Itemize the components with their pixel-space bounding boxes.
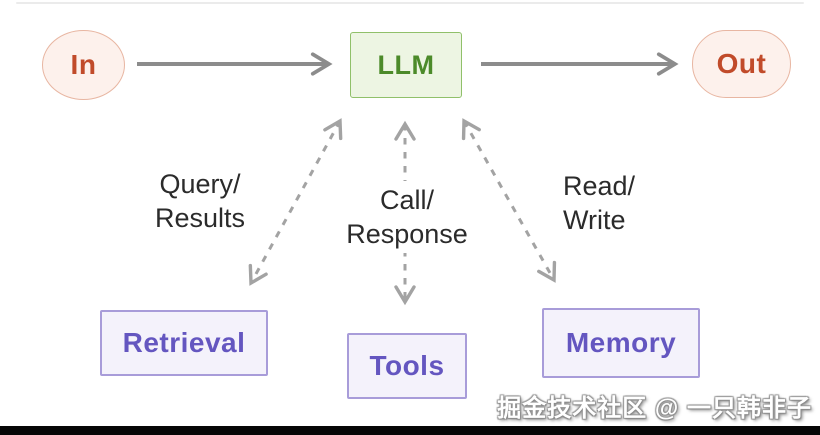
memory-node: Memory bbox=[542, 308, 700, 378]
edge-label-query-results: Query/ Results bbox=[120, 167, 280, 235]
watermark-text: 掘金技术社区 @ 一只韩非子 bbox=[497, 395, 812, 422]
memory-node-label: Memory bbox=[565, 327, 677, 358]
llm-node-label: LLM bbox=[377, 49, 435, 80]
edge-label-call-response: Call/ Response bbox=[317, 181, 497, 253]
edge-label-read-write-line1: Read/ bbox=[563, 171, 636, 201]
edge-llm-memory bbox=[461, 118, 557, 283]
edge-label-read-write: Read/ Write bbox=[563, 169, 693, 237]
edge-label-call-response-line1: Call/ bbox=[379, 185, 434, 215]
top-border-line bbox=[16, 2, 804, 4]
edge-label-query-results-line1: Query/ bbox=[159, 169, 241, 199]
edge-label-call-response-line2: Response bbox=[346, 219, 468, 249]
in-node-label: In bbox=[70, 49, 97, 80]
edge-label-query-results-line2: Results bbox=[154, 203, 246, 233]
bottom-black-bar bbox=[0, 426, 820, 435]
edge-llm-retrieval bbox=[248, 118, 343, 286]
edge-label-read-write-line2: Write bbox=[563, 205, 626, 235]
retrieval-node: Retrieval bbox=[100, 310, 268, 376]
in-node: In bbox=[42, 30, 125, 100]
tools-node-label: Tools bbox=[369, 350, 445, 381]
retrieval-node-label: Retrieval bbox=[122, 327, 246, 358]
tools-node: Tools bbox=[347, 333, 467, 399]
out-node-label: Out bbox=[716, 48, 767, 79]
llm-node: LLM bbox=[350, 32, 462, 98]
out-node: Out bbox=[692, 30, 791, 98]
